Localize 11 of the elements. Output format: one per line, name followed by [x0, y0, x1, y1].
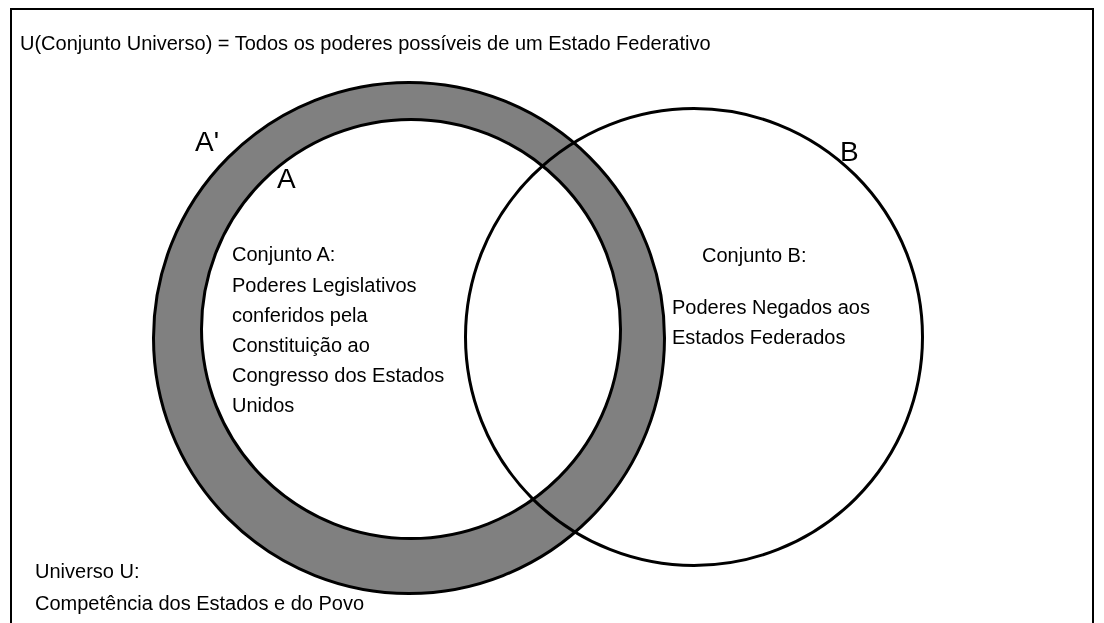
universe-title: U(Conjunto Universo) = Todos os poderes possíveis de um Estado Federativo [20, 31, 712, 56]
universe-description: Competência dos Estados e do Povo [35, 591, 366, 616]
set-label: A' [195, 127, 221, 157]
universe-frame [10, 8, 1094, 623]
set-description: Poderes Legislativos conferidos pela Constituição ao Congresso dos Estados Unidos [232, 273, 446, 418]
set-heading: Conjunto B: [702, 243, 808, 268]
set-label: A [277, 164, 297, 194]
set-label: B [840, 137, 860, 167]
universe-heading: Universo U: [35, 559, 141, 584]
set-heading: Conjunto A: [232, 242, 337, 267]
set-description: Poderes Negados aos Estados Federados [672, 295, 871, 350]
